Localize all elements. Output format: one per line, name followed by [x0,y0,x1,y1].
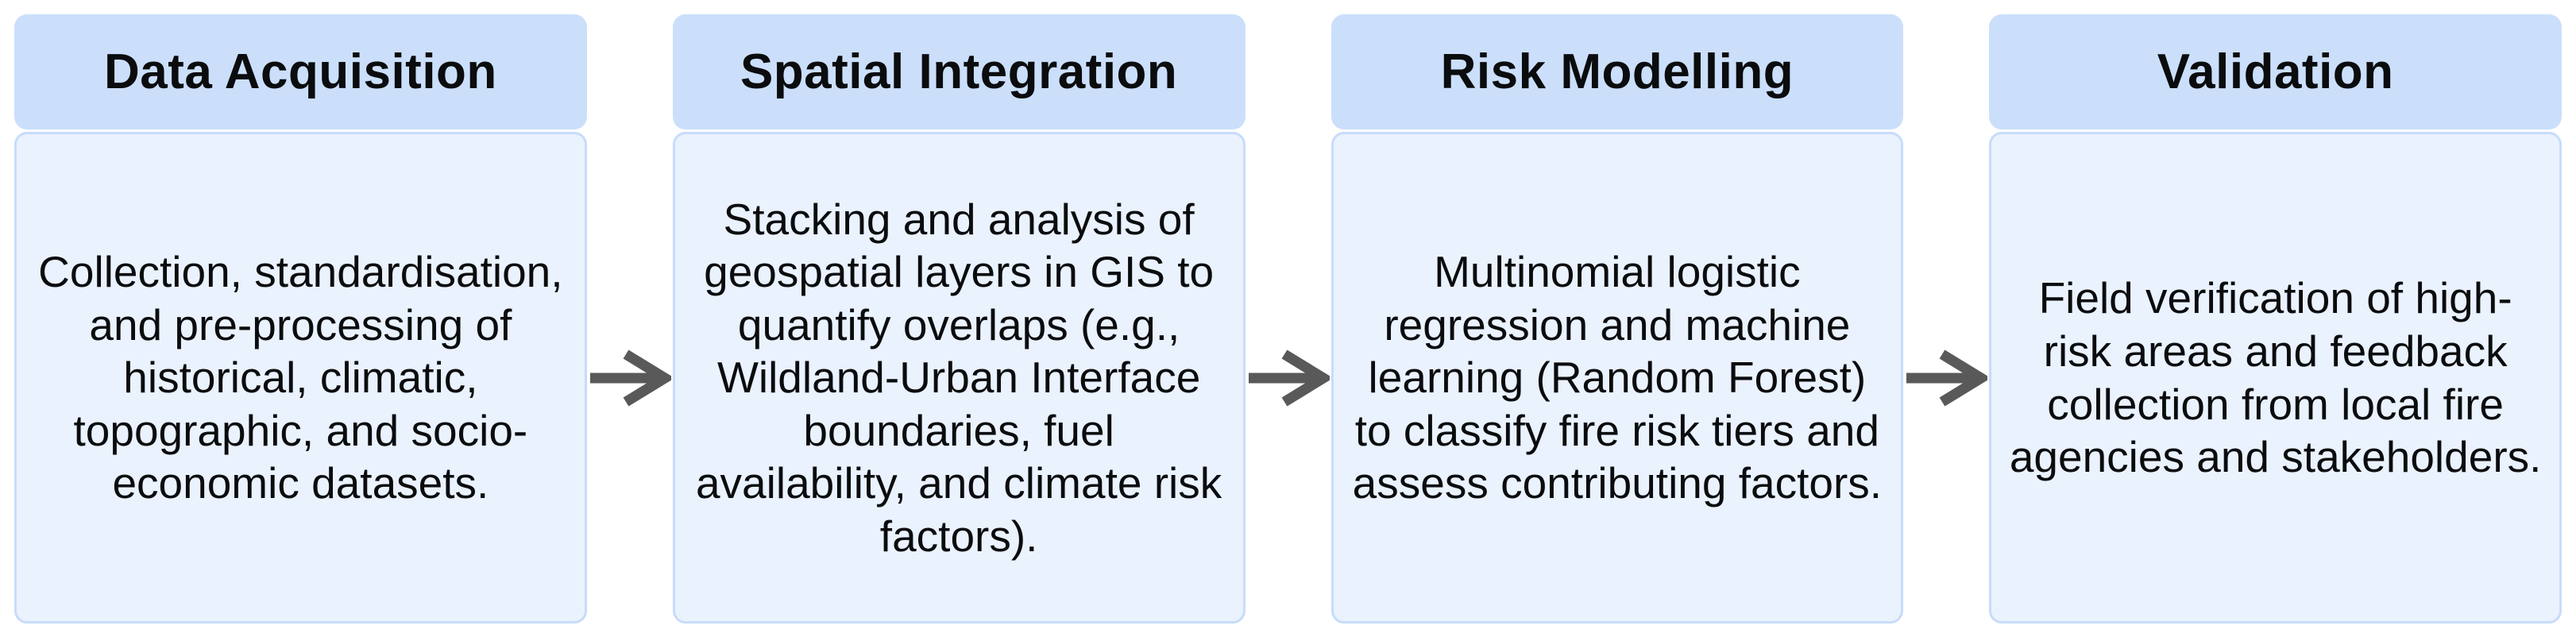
stage-title: Risk Modelling [1440,44,1794,99]
stage-card-validation: Validation Field verification of high-ri… [1989,14,2562,623]
stage-header: Spatial Integration [672,14,1246,129]
stage-card-spatial-integration: Spatial Integration Stacking and analysi… [672,14,1246,623]
flow-arrow-cell [1246,14,1331,623]
stage-description: Collection, standardisation, and pre-pro… [38,247,563,508]
flow-arrow-cell [1903,14,1989,623]
right-arrow-icon [589,349,671,407]
stage-title: Data Acquisition [103,44,497,99]
stage-card-data-acquisition: Data Acquisition Collection, standardisa… [14,14,587,623]
right-arrow-icon [1906,349,1988,407]
stage-description: Multinomial logistic regression and mach… [1352,247,1883,508]
stage-body: Stacking and analysis of geospatial laye… [672,132,1246,623]
stage-header: Validation [1989,14,2562,129]
stage-body: Collection, standardisation, and pre-pro… [14,132,587,623]
stage-description: Field verification of high-risk areas an… [2009,273,2542,482]
stage-description: Stacking and analysis of geospatial laye… [695,194,1222,561]
stage-card-risk-modelling: Risk Modelling Multinomial logistic regr… [1330,14,1904,623]
stage-body: Multinomial logistic regression and mach… [1330,132,1904,623]
stage-header: Data Acquisition [14,14,587,129]
stage-title: Validation [2157,44,2394,99]
right-arrow-icon [1248,349,1330,407]
stage-body: Field verification of high-risk areas an… [1989,132,2562,623]
stage-title: Spatial Integration [740,44,1178,99]
stage-header: Risk Modelling [1330,14,1904,129]
flow-arrow-cell [587,14,673,623]
